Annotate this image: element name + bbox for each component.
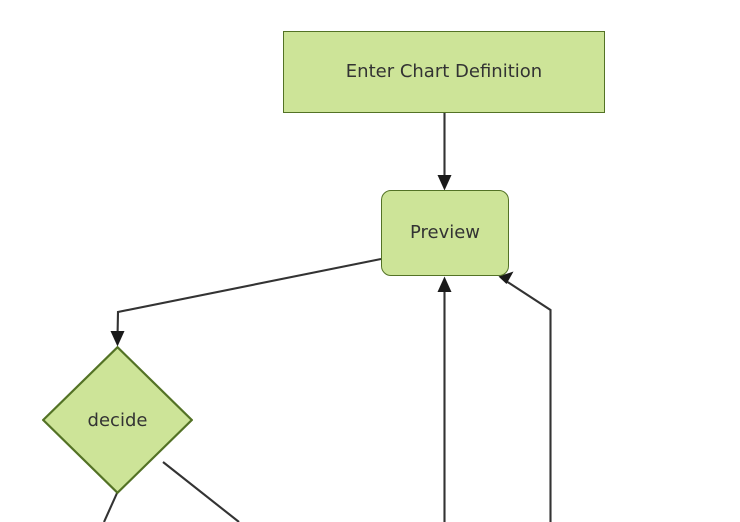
edge-enter-to-preview	[437, 113, 452, 191]
node-label-enter-chart-definition: Enter Chart Definition	[345, 61, 543, 83]
edge-decide-branch-right	[162, 461, 240, 522]
node-preview[interactable]: Preview	[381, 190, 509, 276]
decide-diamond-shape	[42, 346, 193, 494]
edge-preview-to-decide	[110, 257, 382, 347]
node-enter-chart-definition[interactable]: Enter Chart Definition	[283, 31, 605, 113]
edge-decide-branch-left	[103, 491, 119, 522]
node-label-preview: Preview	[409, 222, 481, 244]
edge-bottom-right-to-preview	[498, 271, 552, 522]
edge-bottom-center-to-preview	[437, 276, 452, 522]
node-decide[interactable]: decide	[42, 346, 193, 494]
